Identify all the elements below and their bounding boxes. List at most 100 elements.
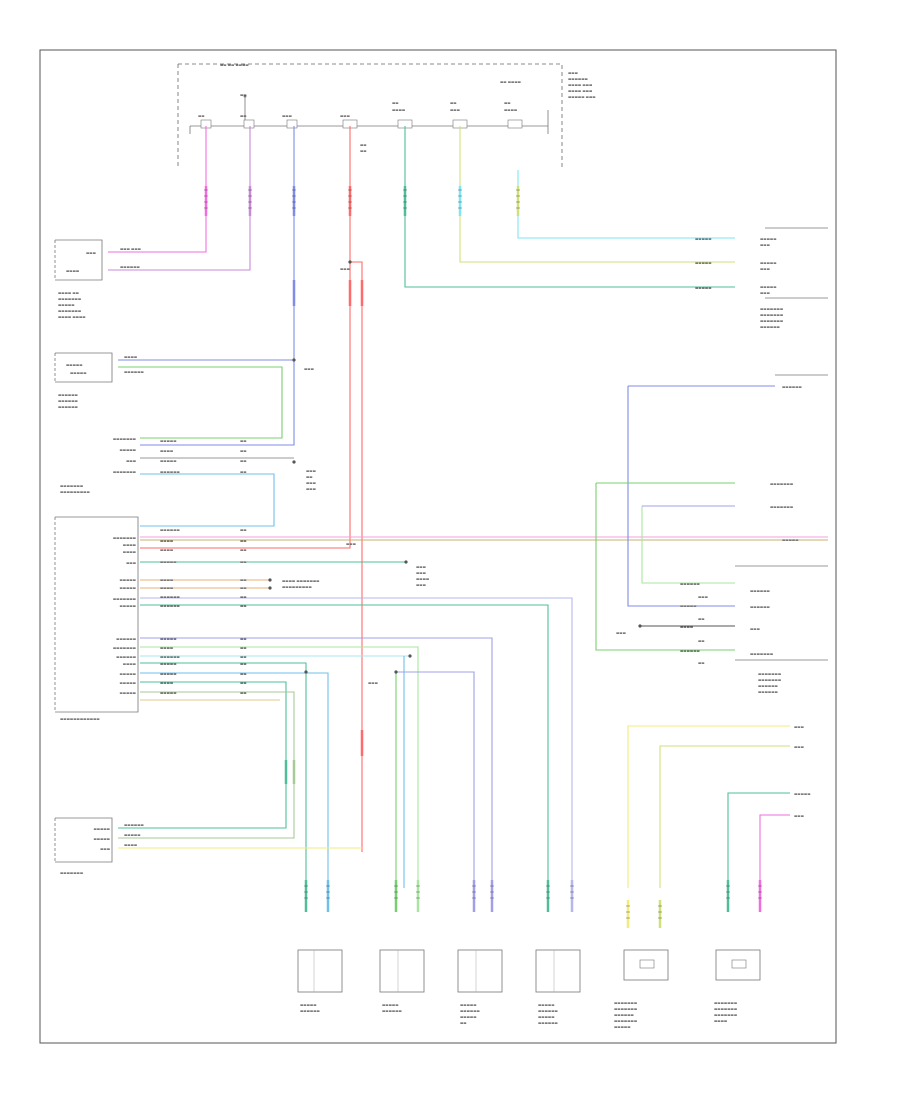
wire-yellow-right: [627, 725, 790, 888]
svg-text:▬▬: ▬▬: [240, 655, 247, 659]
svg-text:▬▬▬▬▬▬: ▬▬▬▬▬▬: [568, 77, 588, 81]
fuse-symbols: [200, 119, 523, 129]
svg-text:▬▬▬▬: ▬▬▬▬: [124, 355, 137, 359]
wire-pink-1: [108, 126, 207, 253]
svg-text:▬▬▬: ▬▬▬: [306, 469, 316, 473]
svg-text:▬▬: ▬▬: [360, 149, 367, 153]
svg-text:▬▬▬▬▬: ▬▬▬▬▬: [614, 1025, 631, 1029]
svg-text:▬▬▬▬: ▬▬▬▬: [66, 269, 79, 273]
svg-text:▬▬▬▬▬▬: ▬▬▬▬▬▬: [760, 325, 780, 329]
svg-text:▬▬: ▬▬: [240, 604, 247, 608]
component-4: ▬▬▬▬▬▬▬▬▬▬▬▬▬▬▬▬▬▬▬▬▬▬: [535, 949, 581, 1025]
left-module-bottom: ▬▬▬▬▬▬▬▬▬▬▬▬▬ ▬▬▬▬▬▬▬▬▬▬▬▬▬▬▬ ▬▬▬▬▬▬▬: [54, 817, 144, 875]
svg-text:▬▬: ▬▬: [240, 595, 247, 599]
svg-text:▬▬▬▬▬: ▬▬▬▬▬: [160, 662, 177, 666]
svg-text:▬▬▬▬▬▬▬: ▬▬▬▬▬▬▬: [58, 297, 81, 301]
wire-violet-1: [108, 126, 251, 271]
svg-text:▬▬▬▬▬▬: ▬▬▬▬▬▬: [758, 684, 778, 688]
wire-pink-right: [759, 814, 790, 888]
svg-text:▬▬▬▬▬▬▬: ▬▬▬▬▬▬▬: [760, 313, 783, 317]
svg-text:▬▬▬▬▬▬▬▬▬: ▬▬▬▬▬▬▬▬▬: [282, 585, 312, 589]
svg-text:▬▬▬▬▬: ▬▬▬▬▬: [538, 1003, 555, 1007]
svg-text:▬▬: ▬▬: [460, 1021, 467, 1025]
svg-text:▬▬▬: ▬▬▬: [416, 571, 426, 575]
svg-text:▬▬▬▬▬▬▬: ▬▬▬▬▬▬▬: [758, 678, 781, 682]
svg-text:▬▬▬▬▬▬: ▬▬▬▬▬▬: [116, 655, 136, 659]
svg-text:▬▬▬▬▬▬▬: ▬▬▬▬▬▬▬: [770, 482, 793, 486]
wire-red-main: [140, 262, 351, 549]
wire-lightgreen-right: [641, 506, 735, 584]
svg-text:▬▬▬▬: ▬▬▬▬: [123, 662, 136, 666]
svg-text:▬▬▬▬▬▬: ▬▬▬▬▬▬: [782, 385, 802, 389]
svg-text:▬▬▬▬▬▬: ▬▬▬▬▬▬: [758, 690, 778, 694]
wire-greygreen: [118, 691, 295, 839]
svg-text:▬▬: ▬▬: [360, 143, 367, 147]
svg-text:▬▬: ▬▬: [240, 539, 247, 543]
svg-text:▬▬: ▬▬: [240, 528, 247, 532]
svg-text:▬▬: ▬▬: [240, 578, 247, 582]
svg-text:▬▬▬▬▬▬▬: ▬▬▬▬▬▬▬: [770, 505, 793, 509]
svg-text:▬▬▬▬▬▬▬: ▬▬▬▬▬▬▬: [113, 470, 136, 474]
wire-lightblue-loop: [140, 473, 275, 527]
svg-text:▬▬▬: ▬▬▬: [794, 745, 804, 749]
svg-text:▬▬▬: ▬▬▬: [340, 114, 350, 118]
svg-text:▬▬▬▬▬▬▬: ▬▬▬▬▬▬▬: [714, 1013, 737, 1017]
svg-text:▬▬▬▬▬▬: ▬▬▬▬▬▬: [382, 1009, 402, 1013]
svg-text:▬▬: ▬▬: [698, 639, 705, 643]
svg-text:▬▬▬: ▬▬▬: [86, 251, 96, 255]
component-2: ▬▬▬▬▬▬▬▬▬▬▬: [379, 949, 425, 1013]
svg-text:▬▬▬▬▬▬▬: ▬▬▬▬▬▬▬: [614, 1001, 637, 1005]
svg-text:▬▬▬▬▬▬▬: ▬▬▬▬▬▬▬: [760, 319, 783, 323]
svg-text:▬▬▬: ▬▬▬: [306, 487, 316, 491]
bottom-components: ▬▬▬▬▬▬▬▬▬▬▬ ▬▬▬▬▬▬▬▬▬▬▬ ▬▬▬▬▬▬▬▬▬▬▬▬▬▬▬▬…: [297, 949, 761, 1029]
svg-text:▬▬: ▬▬: [240, 662, 247, 666]
svg-text:▬▬▬▬▬▬▬: ▬▬▬▬▬▬▬: [760, 307, 783, 311]
svg-text:▬▬: ▬▬: [392, 101, 399, 105]
svg-text:▬▬▬▬: ▬▬▬▬: [160, 548, 173, 552]
svg-text:▬▬▬▬▬▬▬: ▬▬▬▬▬▬▬: [714, 1007, 737, 1011]
svg-text:▬▬▬▬▬▬▬: ▬▬▬▬▬▬▬: [614, 1019, 637, 1023]
wire-ygreen-right: [659, 745, 790, 888]
svg-text:▬▬▬▬: ▬▬▬▬: [123, 550, 136, 554]
svg-text:▬▬▬: ▬▬▬: [100, 847, 110, 851]
svg-text:▬▬▬▬▬▬▬: ▬▬▬▬▬▬▬: [60, 484, 83, 488]
svg-text:▬▬: ▬▬: [198, 114, 205, 118]
component-3: ▬▬▬▬▬▬▬▬▬▬▬▬▬▬▬▬▬▬: [457, 949, 503, 1025]
svg-text:▬▬▬▬ ▬▬▬▬▬▬▬: ▬▬▬▬ ▬▬▬▬▬▬▬: [282, 579, 320, 583]
wire-blue-main: [140, 126, 295, 446]
svg-text:▬▬▬▬▬▬: ▬▬▬▬▬▬: [160, 604, 180, 608]
diagram-border: [39, 49, 837, 1044]
svg-text:▬▬▬▬▬▬: ▬▬▬▬▬▬: [680, 582, 700, 586]
svg-text:▬▬▬▬: ▬▬▬▬: [680, 625, 693, 629]
svg-text:▬▬▬▬▬: ▬▬▬▬▬: [760, 261, 777, 265]
svg-text:▬▬▬: ▬▬▬: [126, 561, 136, 565]
svg-text:▬▬▬▬▬▬▬: ▬▬▬▬▬▬▬: [113, 536, 136, 540]
left-module-main: ▬▬▬▬▬▬▬ ▬▬▬▬▬ ▬▬▬ ▬▬▬▬▬▬▬ ▬▬▬▬▬▬▬ ▬▬▬▬ ▬…: [54, 267, 429, 721]
svg-text:▬▬: ▬▬: [240, 93, 247, 97]
svg-text:▬▬▬▬ ▬▬▬▬: ▬▬▬▬ ▬▬▬▬: [58, 315, 86, 319]
svg-text:▬▬▬▬: ▬▬▬▬: [160, 539, 173, 543]
svg-text:▬▬▬▬ ▬▬▬: ▬▬▬▬ ▬▬▬: [568, 89, 592, 93]
wire-green-loop: [118, 366, 283, 439]
svg-text:▬▬▬▬▬▬: ▬▬▬▬▬▬: [124, 823, 144, 827]
svg-text:▬▬▬: ▬▬▬: [760, 291, 770, 295]
connector-stubs: [204, 186, 762, 928]
svg-text:▬▬▬: ▬▬▬: [368, 681, 378, 685]
svg-text:▬▬: ▬▬: [504, 101, 511, 105]
svg-text:▬▬▬▬▬▬▬: ▬▬▬▬▬▬▬: [113, 437, 136, 441]
svg-text:▬▬▬▬▬: ▬▬▬▬▬: [58, 303, 75, 307]
svg-text:▬▬▬: ▬▬▬: [306, 481, 316, 485]
svg-text:▬▬▬▬▬: ▬▬▬▬▬: [119, 672, 136, 676]
wire-teal-4: [118, 681, 287, 829]
svg-text:▬▬▬▬: ▬▬▬▬: [416, 577, 429, 581]
svg-text:▬▬▬▬▬▬: ▬▬▬▬▬▬: [58, 405, 78, 409]
svg-text:▬▬▬▬▬▬: ▬▬▬▬▬▬: [160, 595, 180, 599]
svg-text:▬▬▬▬▬: ▬▬▬▬▬: [160, 439, 177, 443]
svg-text:▬▬▬▬▬: ▬▬▬▬▬: [460, 1015, 477, 1019]
svg-text:▬▬▬▬▬: ▬▬▬▬▬: [119, 578, 136, 582]
svg-text:▬▬: ▬▬: [698, 661, 705, 665]
component-1: ▬▬▬▬▬▬▬▬▬▬▬: [297, 949, 343, 1013]
svg-text:▬▬▬▬▬▬▬▬▬: ▬▬▬▬▬▬▬▬▬: [60, 490, 90, 494]
svg-text:▬▬▬▬▬▬: ▬▬▬▬▬▬: [160, 528, 180, 532]
